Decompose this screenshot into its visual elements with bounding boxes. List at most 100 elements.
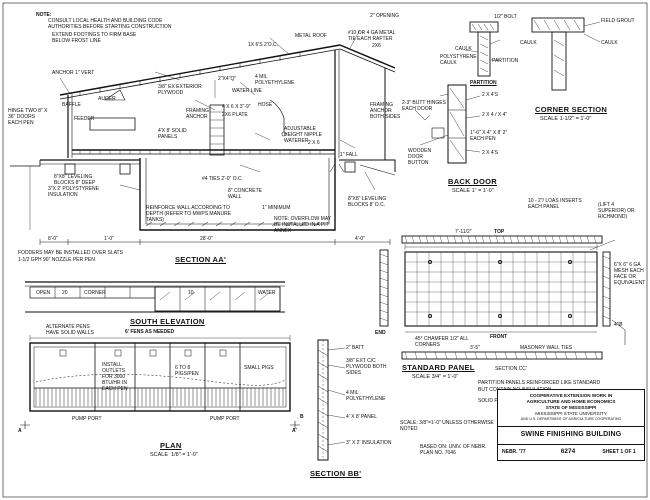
section-bb-title: SECTION BB' (310, 469, 362, 478)
label-minimum: 1" MINIMUM (262, 205, 291, 211)
label-baffle: BAFFLE (62, 102, 81, 108)
label-metal-roof: METAL ROOF (295, 33, 327, 39)
label-framing-anchor-right: FRAMING ANCHOR BOTH SIDES (370, 102, 401, 120)
door-2x4s: 2 X 4's (482, 92, 498, 98)
notes-line-3: EXTEND FOOTINGS TO FIRM BASE (52, 32, 137, 38)
door-button: WOODEN DOOR BUTTON (408, 148, 432, 166)
corner-section-scale: SCALE 1-1/2" = 1'-0" (540, 116, 592, 122)
label-auger: AUGER (98, 96, 116, 102)
section-bb-drawing (317, 339, 346, 461)
label-hinge: HINGE TWO 8" X 36" DOORS EACH PEN (8, 108, 48, 126)
label-reinforce: REINFORCE WALL ACCORDING TO DEPTH (REFER… (146, 205, 232, 223)
dim-right: 4'-0" (355, 236, 365, 242)
plan-drawing (20, 335, 300, 429)
label-2x6-plate: 2X6 PLATE (222, 112, 248, 118)
panel-masonry-ties: MASONRY WALL TIES (520, 345, 573, 351)
panel-dim-top: 7'-11/2" (455, 229, 472, 235)
panel-dim-bottom: 3'-5" (470, 345, 480, 351)
panel-mesh: 6"x 6" 6 GA MESH EACH FACE OR EQUIVALENT (614, 262, 646, 286)
door-2x4s-b: 2 X 4's (482, 150, 498, 156)
label-exterior-plywood: 3/8" EX EXTERIOR PLYWOOD (158, 84, 202, 96)
standard-panel-drawing (379, 235, 626, 360)
sheet-number: SHEET 1 OF 1 (602, 449, 636, 455)
panel-note-1: PARTITION PANELS REINFORCED LIKE STANDAR… (478, 380, 601, 386)
south-elevation-title: SOUTH ELEVATION (130, 317, 205, 326)
plan-pen-label-2: 6 TO 8 PIGS/PEN (175, 365, 199, 377)
window-label-5: 10 (188, 290, 194, 296)
plan-section-b: B (300, 414, 304, 420)
panel-front-label: FRONT (490, 334, 508, 340)
plan-pen-label-3: SMALL PIGS (244, 365, 274, 371)
label-nozzle: 1-1/2 GPH 90" NOZZLE PER PEN (18, 257, 95, 263)
label-fodders: FODDERS MAY BE INSTALLED OVER SLATS (18, 250, 123, 256)
section-aa-title: SECTION AA' (175, 255, 227, 264)
panel-end-label: END (375, 330, 386, 336)
title-block-date: NEBR. '77 (502, 449, 526, 455)
panel-bars: 4"ø (614, 322, 623, 328)
bb-panel: 4' X 8' PANEL (346, 414, 377, 420)
label-hose: HOSE (258, 102, 273, 108)
door-each-pen: 1"-6" X 4" X 8' 2" EACH PEN (470, 130, 508, 142)
plan-pump-port-2: PUMP PORT (210, 416, 240, 422)
window-label-6: WATER (258, 290, 276, 296)
label-mil-poly: 4 MIL POLYETHYLENE (255, 74, 295, 86)
panel-lift-note: (LIFT 4 SUPERIOR) OR RICHMOND) (598, 202, 635, 220)
section-aa-drawing (10, 29, 396, 245)
title-block-line-5: AND U.S. DEPARTMENT OF AGRICULTURE COOPE… (520, 417, 622, 421)
partition-polystyrene: POLYSTYRENE CAULK (440, 54, 477, 66)
partition-label: PARTITION (492, 58, 519, 64)
label-2x6: 2X6 (372, 43, 381, 49)
label-metal-tie: #10 OR 4 GA METAL TIE EACH RAFTER (348, 30, 396, 42)
corner-caulk-left: CAULK (520, 40, 537, 46)
corner-section-title: CORNER SECTION (535, 105, 608, 114)
notes-line-1: CONSULT LOCAL HEALTH AND BUILDING CODE (48, 18, 163, 24)
window-label-3: CORNER (84, 290, 106, 296)
title-block-line-1: COOPERATIVE EXTENSION WORK IN (529, 393, 613, 398)
label-2x4q: 2"X4"Q" (218, 76, 237, 82)
label-leveling-blocks-right: 8"X8" LEVELING BLOCKS 8' o.c. (348, 196, 387, 208)
plan-fence-note: 6' FENS AS NEEDED (125, 329, 175, 335)
standard-panel-title: STANDARD PANEL (402, 363, 475, 372)
plan-top-note: ALTERNATE PENS HAVE SOLID WALLS (46, 324, 94, 336)
notes-heading: NOTE: (36, 12, 52, 18)
dim-main: 28'-0" (200, 236, 213, 242)
label-feeder: FEEDER (74, 116, 95, 122)
partition-bolt: 1/2" BOLT (494, 14, 517, 20)
building-name: SWINE FINISHING BUILDING (520, 431, 622, 438)
label-solid-panels: 4'X 8' SOLID PANELS (158, 128, 187, 140)
notes-line-4: BELOW FROST LINE (52, 38, 101, 44)
plan-section-a-prime: A' (292, 428, 297, 434)
corner-section-drawing (531, 17, 601, 91)
plan-pen-label-1: INSTALL OUTLETS FOR 3000 BTU/HR IN EACH … (102, 362, 128, 392)
back-door-title: BACK DOOR (448, 177, 497, 186)
back-door-scale: SCALE 1" = 1'-0" (452, 188, 494, 194)
label-1x6: 1X 6's 2'o.c. (248, 42, 278, 48)
title-block-line-2: AGRICULTURE AND HOME ECONOMICS (526, 399, 616, 404)
label-overflow: NOTE: OVERFLOW MAY BE INSTALLED IN A PIT… (274, 216, 332, 234)
label-polystyrene: 3"X 2' POLYSTYRENE INSULATION (48, 186, 99, 198)
notes-line-2: AUTHORITIES BEFORE STARTING CONSTRUCTION (48, 24, 172, 30)
bb-plywood: 3/8" EXT C/C PLYWOOD BOTH SIDES (346, 358, 387, 376)
window-label-2: 20 (62, 290, 68, 296)
south-elevation-drawing (25, 281, 285, 313)
bb-insulation: 3" X 2' INSULATION (346, 440, 392, 446)
label-adjustable-nipple: ADJUSTABLE HEIGHT NIPPLE WATERER (284, 126, 322, 144)
title-block: COOPERATIVE EXTENSION WORK IN AGRICULTUR… (497, 389, 645, 461)
bb-poly: 4 MIL POLYETHYLENE (346, 390, 386, 402)
panel-top-label: TOP (494, 229, 505, 235)
door-2x4-b: 2 X 4 / X 4" (482, 112, 508, 118)
label-leveling-blocks: 8"X8" LEVELING BLOCKS 8" DEEP (54, 174, 96, 186)
plan-section-a: A (18, 428, 22, 434)
label-concrete-wall: 8" CONCRETE WALL (228, 188, 263, 200)
label-2x6-b: 2 X 6 (308, 140, 320, 146)
dim-left: 8'-0" (48, 236, 58, 242)
label-anchor: ANCHOR 1" VERT (52, 70, 95, 76)
plan-scale: SCALE 1/8" = 1'-0" (150, 452, 198, 458)
partition-drawing (464, 21, 501, 77)
standard-panel-scale: SCALE 3/4" = 1'-0" (412, 374, 459, 380)
dim-mid: 1'-0" (104, 236, 114, 242)
door-butt-hinges: 2-3" BUTT HINGES EACH DOOR (402, 100, 446, 112)
title-block-line-4: MISSISSIPPI STATE UNIVERSITY (535, 411, 607, 416)
back-door-drawing (414, 84, 481, 164)
plan-number: 6274 (560, 448, 576, 455)
